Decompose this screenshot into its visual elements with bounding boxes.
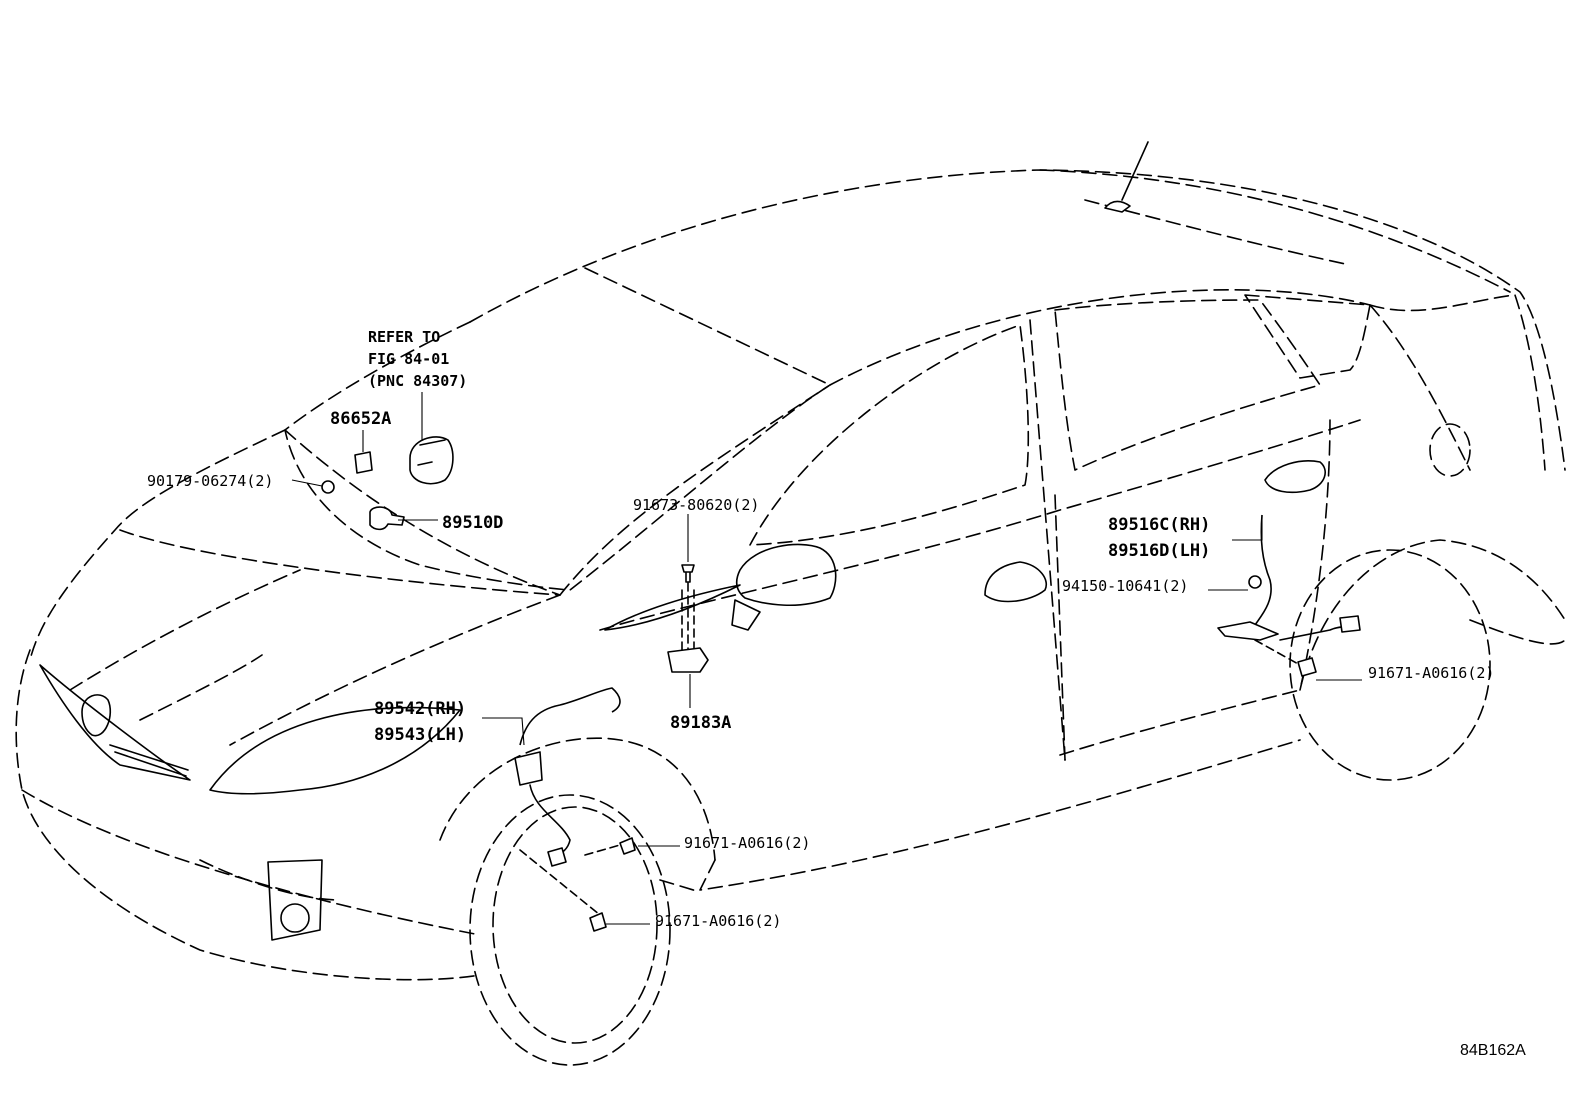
- part-91671-bolt-rear: [1297, 657, 1317, 677]
- hood-side-edge: [229, 594, 561, 746]
- headlight-left: [39, 664, 191, 781]
- rear-hatch: [1369, 294, 1546, 471]
- front-sensor-head: [547, 847, 567, 867]
- rocker-panel: [659, 879, 701, 893]
- illustration-code: 84B162A: [1460, 1042, 1526, 1059]
- callout-89542-rh[interactable]: 89542(RH): [374, 699, 467, 719]
- front-door-rear-edge: [1054, 494, 1066, 761]
- roof-rear-line: [1084, 199, 1351, 266]
- bumper-lower: [21, 789, 481, 936]
- leader-90179: [291, 479, 323, 487]
- clock-spring-detail: [417, 439, 446, 466]
- part-90179-nut: [321, 480, 335, 494]
- front-door-window: [749, 324, 1030, 546]
- headlight-right: [209, 706, 461, 795]
- callout-89543-lh[interactable]: 89543(LH): [374, 725, 467, 745]
- front-emblem: [81, 694, 112, 737]
- quarter-glass: [1244, 294, 1371, 379]
- rear-wheel-arch: [1299, 539, 1566, 691]
- roof-panel-line: [584, 267, 831, 386]
- callout-91671-a0616-front-lower[interactable]: 91671-A0616(2): [655, 912, 782, 930]
- leader-89542: [482, 717, 525, 746]
- callout-90179-06274[interactable]: 90179-06274(2): [147, 472, 274, 490]
- part-91671-bolt-front-lower: [589, 912, 607, 932]
- hood-outline: [29, 429, 286, 661]
- leader-89516: [1232, 515, 1263, 541]
- callout-89510d[interactable]: 89510D: [442, 513, 504, 533]
- windshield-outline: [284, 321, 831, 591]
- rear-door-window: [1054, 299, 1321, 471]
- b-pillar: [1029, 319, 1066, 761]
- hood-rear-edge: [119, 529, 561, 596]
- rear-door-rear-edge: [1299, 419, 1331, 691]
- callout-89516c-rh[interactable]: 89516C(RH): [1108, 515, 1211, 535]
- callout-91671-a0616-front-upper[interactable]: 91671-A0616(2): [684, 834, 811, 852]
- part-91671-bolt-front-upper: [619, 837, 636, 855]
- callout-89516d-lh[interactable]: 89516D(LH): [1108, 541, 1211, 561]
- part-89510d-sensor: [369, 506, 405, 531]
- front-wheel-inner: [492, 806, 658, 1044]
- rear-sensor-bracket: [1217, 621, 1279, 641]
- beltline: [599, 419, 1361, 631]
- rear-bumper: [1469, 619, 1566, 645]
- roof-outline: [469, 169, 1566, 471]
- part-86652a-sensor: [354, 451, 373, 474]
- rear-wheel: [1289, 549, 1491, 781]
- side-mirror: [735, 543, 837, 606]
- side-repeater: [604, 584, 741, 631]
- mirror-base: [731, 599, 761, 631]
- refer-note-line1: REFER TO: [368, 328, 441, 346]
- callout-91671-a0616-rear[interactable]: 91671-A0616(2): [1368, 664, 1495, 682]
- callout-91673-80620[interactable]: 91673-80620(2): [633, 496, 760, 514]
- part-84307-clock-spring: [409, 436, 454, 485]
- front-wheel: [469, 794, 671, 1066]
- rear-spoiler: [1369, 304, 1471, 471]
- roof-side-line: [829, 289, 1371, 386]
- grille-bars: [109, 744, 189, 777]
- part-91673-bolt: [681, 564, 695, 583]
- refer-note-line3: (PNC 84307): [368, 372, 468, 390]
- bumper-valance: [199, 859, 341, 901]
- front-wheel-arch: [439, 737, 716, 861]
- part-89542-front-speed-sensor-wire: [519, 687, 621, 746]
- side-skirt: [1059, 689, 1301, 756]
- fuel-door: [1429, 423, 1471, 477]
- fog-lamp-housing: [267, 859, 323, 941]
- hood-center-line: [69, 569, 301, 691]
- callout-86652a[interactable]: 86652A: [330, 409, 392, 429]
- rear-bolt-leader: [1254, 639, 1301, 666]
- front-sensor-bracket: [514, 751, 543, 786]
- roof-rail: [1039, 169, 1511, 293]
- refer-note-line2: FIG 84-01: [368, 350, 450, 368]
- callout-89183a[interactable]: 89183A: [670, 713, 732, 733]
- fog-lamp: [280, 903, 310, 933]
- a-pillar: [559, 384, 831, 596]
- front-fascia: [15, 649, 481, 981]
- rear-sensor-connector: [1339, 615, 1361, 633]
- bolt-to-bracket-leader: [681, 582, 695, 651]
- front-fender-line: [699, 739, 1301, 891]
- front-door-handle: [984, 561, 1047, 603]
- hood-crease: [139, 654, 263, 721]
- part-89516-rear-speed-sensor-wire: [1254, 514, 1272, 626]
- rear-door-handle: [1264, 460, 1326, 494]
- antenna-mast: [1121, 141, 1149, 201]
- part-94150-nut: [1248, 575, 1262, 589]
- front-bolt-leaders: [519, 844, 621, 916]
- callout-94150-10641[interactable]: 94150-10641(2): [1062, 577, 1189, 595]
- antenna-base: [1104, 200, 1131, 213]
- part-89183a-bracket: [667, 647, 709, 673]
